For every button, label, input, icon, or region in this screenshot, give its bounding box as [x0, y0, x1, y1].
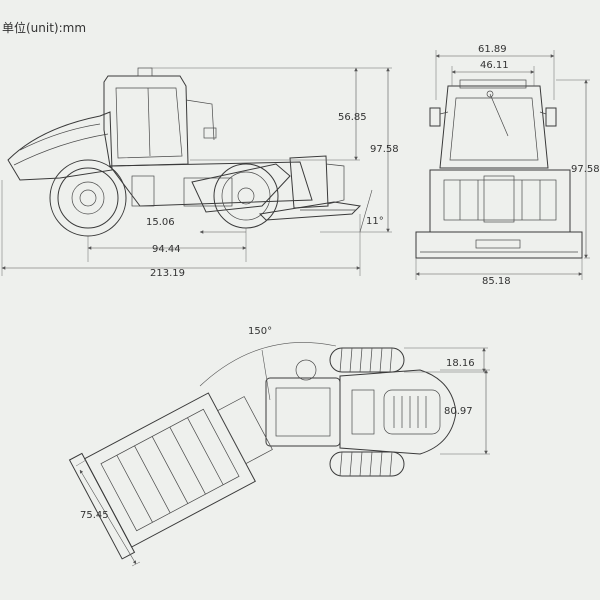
dim-total-length: 213.19: [150, 268, 185, 279]
dim-wheelbase: 94.44: [152, 244, 181, 255]
dim-steer-angle: 150°: [248, 326, 272, 337]
dim-drum-offset: 15.06: [146, 217, 175, 228]
dim-inner-width: 46.11: [480, 60, 509, 71]
top-view: 150° 18.16 80.97 75.45: [68, 326, 490, 567]
dim-rear-height: 97.58: [571, 164, 600, 175]
dim-top-width-97: 80.97: [444, 406, 473, 417]
rear-view: 61.89 46.11 97.58 85.18: [415, 44, 600, 287]
dim-offset: 18.16: [446, 358, 475, 369]
dim-drum-width: 75.45: [80, 510, 109, 521]
dim-cab-height: 56.85: [338, 112, 367, 123]
dim-total-width: 85.18: [482, 276, 511, 287]
dim-top-width: 61.89: [478, 44, 507, 55]
dim-total-height: 97.58: [370, 144, 399, 155]
unit-label: 单位(unit):mm: [2, 20, 86, 35]
dim-angle: 11°: [366, 216, 384, 227]
side-view: 56.85 97.58 11° 15.06 94.44 213.19: [1, 67, 399, 279]
